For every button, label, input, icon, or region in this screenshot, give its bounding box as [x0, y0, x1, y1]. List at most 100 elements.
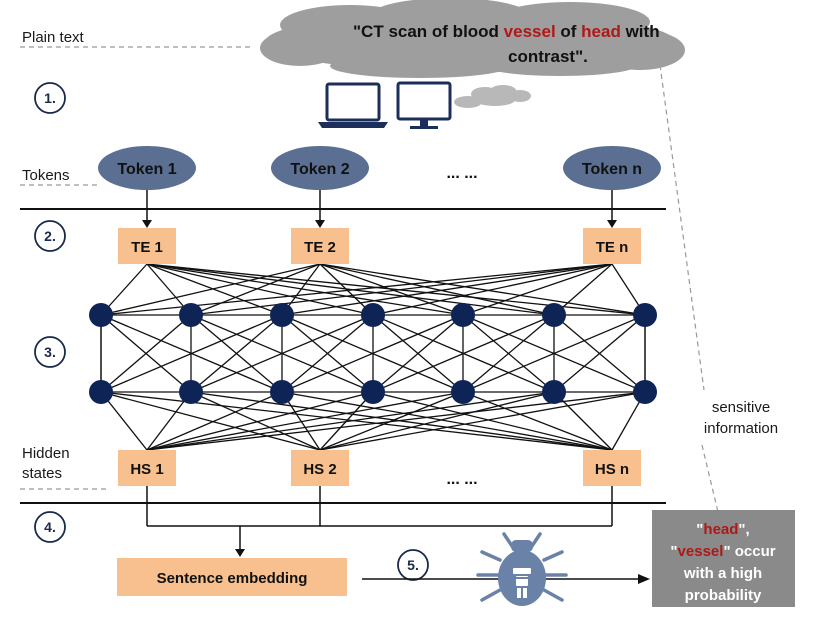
- layer-b-to-hs-edge: [100, 391, 321, 451]
- neuron-layers: [89, 303, 657, 404]
- svg-text:2.: 2.: [44, 228, 56, 244]
- layer-b-to-hs-edge: [190, 391, 321, 451]
- svg-text:TE n: TE n: [596, 239, 629, 256]
- neuron-node: [451, 303, 475, 327]
- svg-text:Sentence embedding: Sentence embedding: [157, 570, 308, 587]
- layer-b-to-hs-edge: [281, 391, 613, 451]
- sensitive-label-line1: sensitive: [712, 399, 770, 416]
- sentence-embedding-box: Sentence embedding: [117, 558, 347, 596]
- neuron-node: [542, 380, 566, 404]
- neuron-node: [633, 303, 657, 327]
- neuron-node: [361, 303, 385, 327]
- token-to-te-arrowheads: [142, 220, 617, 228]
- hidden-states-label-line2: states: [22, 465, 62, 482]
- layer-b-to-hs-edge: [319, 391, 646, 451]
- layer-b-to-hs-edge: [462, 391, 613, 451]
- layer-a-to-layer-b-edge: [372, 314, 464, 393]
- sensitive-word-head: head: [581, 22, 621, 41]
- neuron-node: [270, 303, 294, 327]
- token-ellipsis: ... ...: [446, 165, 477, 182]
- plain-text-cloud: [260, 0, 685, 78]
- neuron-node: [179, 303, 203, 327]
- token-2: Token 2: [271, 146, 369, 190]
- te-2: TE 2: [291, 228, 349, 264]
- bug-icon: [476, 532, 568, 606]
- te-to-layer-a-edge: [100, 263, 321, 316]
- hs-n: HS n: [583, 450, 641, 486]
- layer-a-to-layer-b-edge: [553, 314, 646, 393]
- neuron-node: [633, 380, 657, 404]
- te-to-layer-a-edge: [281, 263, 613, 316]
- cloud-icon: [454, 85, 531, 108]
- result-box: "head", "vessel" occur with a high proba…: [652, 510, 795, 607]
- token-1: Token 1: [98, 146, 196, 190]
- svg-text:HS 1: HS 1: [130, 461, 163, 478]
- neuron-node: [89, 303, 113, 327]
- te-to-layer-a-edge: [146, 263, 646, 316]
- layer-b-to-hs-edge: [100, 391, 148, 451]
- neuron-node: [542, 303, 566, 327]
- neuron-node: [270, 380, 294, 404]
- result-line2: "vessel" occur: [670, 543, 775, 560]
- plain-text-label: Plain text: [22, 29, 85, 46]
- te-to-layer-a-edge: [319, 263, 374, 316]
- step-5: 5.: [397, 549, 429, 581]
- layer-a-to-layer-b-edge: [281, 314, 374, 393]
- layer-a-to-layer-b-edge: [190, 314, 374, 393]
- layer-a-to-layer-b-edge: [281, 314, 464, 393]
- te-to-layer-a-edge: [319, 263, 555, 316]
- te-to-layer-a-edge: [190, 263, 613, 316]
- neuron-node: [179, 380, 203, 404]
- token-n: Token n: [563, 146, 661, 190]
- layer-b-to-hs-edge: [319, 391, 464, 451]
- layer-b-to-hs-edge: [372, 391, 613, 451]
- network-connections: [100, 263, 646, 451]
- svg-text:TE 1: TE 1: [131, 239, 163, 256]
- step-2: 2.: [34, 220, 66, 252]
- layer-a-to-layer-b-edge: [462, 314, 555, 393]
- layer-a-to-layer-b-edge: [462, 314, 646, 393]
- step-1: 1.: [34, 82, 66, 114]
- layer-a-to-layer-b-edge: [100, 314, 283, 393]
- aggregation-arrowhead: [235, 549, 245, 557]
- aggregation-lines: [146, 486, 613, 552]
- sentence-line1: "CT scan of blood vessel of head with: [353, 22, 660, 41]
- neuron-node: [361, 380, 385, 404]
- layer-a-to-layer-b-edge: [190, 314, 283, 393]
- layer-b-to-hs-edge: [190, 391, 613, 451]
- sensitive-label-line2: information: [704, 420, 778, 437]
- svg-text:HS n: HS n: [595, 461, 629, 478]
- sensitive-guide-lower: [701, 444, 719, 513]
- laptop-icon: [318, 82, 388, 128]
- te-1: TE 1: [118, 228, 176, 264]
- svg-text:4.: 4.: [44, 519, 56, 535]
- hs-1: HS 1: [118, 450, 176, 486]
- attack-arrowhead: [638, 574, 650, 584]
- sentence-line2: contrast".: [508, 47, 588, 66]
- te-to-layer-a-edge: [372, 263, 613, 316]
- token-to-te-arrows: [146, 190, 613, 222]
- sensitive-word-vessel: vessel: [504, 22, 556, 41]
- hs-ellipsis: ... ...: [446, 471, 477, 488]
- result-line4: probability: [685, 587, 762, 604]
- layer-b-to-hs-edge: [553, 391, 613, 451]
- step-3: 3.: [34, 336, 66, 368]
- layer-a-to-layer-b-edge: [100, 314, 192, 393]
- layer-a-to-layer-b-edge: [372, 314, 555, 393]
- layer-b-to-hs-edge: [319, 391, 555, 451]
- result-line3: with a high: [683, 565, 762, 582]
- sensitive-guide-upper: [659, 64, 705, 391]
- result-line1: "head",: [696, 521, 749, 538]
- svg-text:Token n: Token n: [582, 161, 642, 178]
- tokens-label: Tokens: [22, 167, 70, 184]
- svg-text:5.: 5.: [407, 557, 419, 573]
- neuron-node: [451, 380, 475, 404]
- svg-text:TE 2: TE 2: [304, 239, 336, 256]
- svg-text:Token 2: Token 2: [290, 161, 349, 178]
- svg-text:1.: 1.: [44, 90, 56, 106]
- svg-text:HS 2: HS 2: [303, 461, 336, 478]
- layer-b-to-hs-edge: [146, 391, 646, 451]
- te-to-layer-a-edge: [190, 263, 321, 316]
